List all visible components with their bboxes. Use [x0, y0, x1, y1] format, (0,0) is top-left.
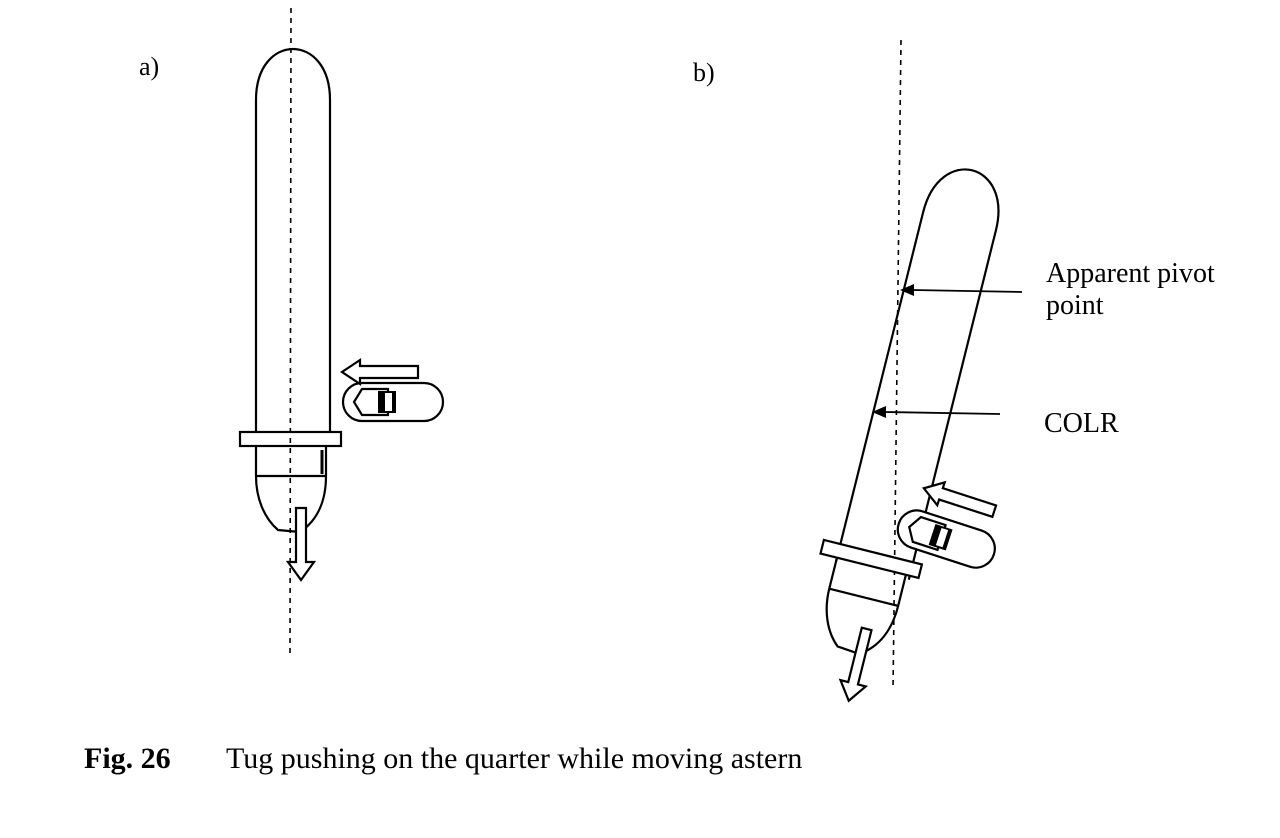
- ship-transom-b: [819, 538, 924, 580]
- colr-pointer-line: [883, 411, 1001, 415]
- panel-b-label: b): [693, 58, 715, 87]
- stern-motion-arrow-b: [838, 626, 873, 703]
- centerline-b: [892, 39, 902, 691]
- pivot-point-annotation: Apparent pivot point: [1046, 258, 1276, 322]
- stern-motion-arrow-a: [285, 506, 317, 582]
- pivot-annotation-line-1: Apparent pivot: [1046, 258, 1215, 289]
- panel-a: [238, 7, 445, 659]
- tug-push-arrow-a: [340, 357, 420, 387]
- colr-annotation: COLR: [1044, 408, 1119, 439]
- pivot-pointer-line: [911, 289, 1023, 293]
- panel-b: [819, 39, 1023, 703]
- colr-arrowhead: [872, 406, 886, 418]
- centerline-a: [289, 7, 292, 659]
- tug-a: [341, 381, 445, 423]
- pivot-arrowhead: [900, 284, 914, 296]
- tug-b: [896, 509, 996, 569]
- figure-number: Fig. 26: [84, 742, 171, 775]
- ship-hull-a: [254, 48, 332, 432]
- panel-a-label: a): [139, 52, 160, 81]
- ship-hull-b: [834, 168, 1000, 580]
- pivot-annotation-line-2: point: [1046, 290, 1104, 321]
- tug-push-arrow-b: [921, 480, 998, 519]
- figure-caption: Fig. 26 Tug pushing on the quarter while …: [84, 744, 802, 774]
- figure-caption-text: Tug pushing on the quarter while moving …: [226, 742, 803, 775]
